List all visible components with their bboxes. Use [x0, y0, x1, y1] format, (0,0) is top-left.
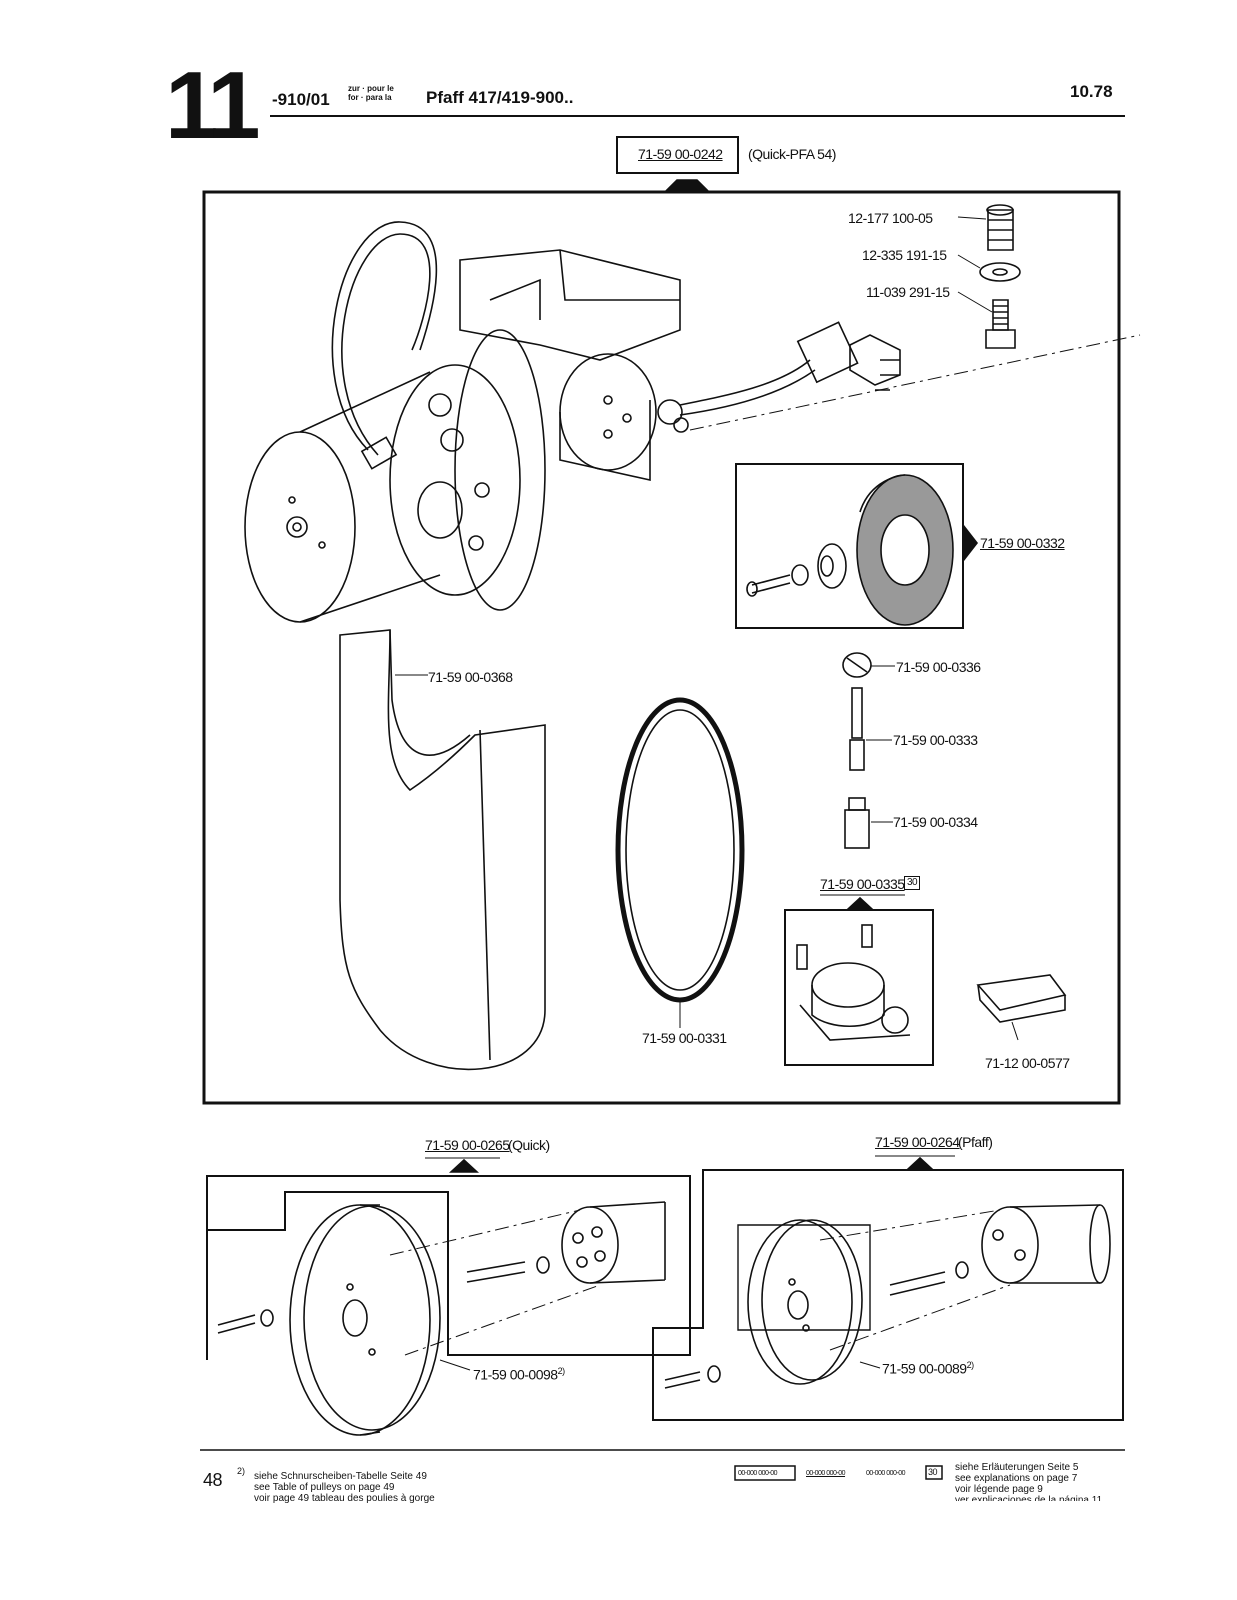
part-label-11-039: 11-039 291-15 — [866, 284, 950, 300]
pfaff-arrow — [904, 1156, 936, 1171]
pfaff-assembly-part: 71-59 00-0264 — [875, 1134, 960, 1150]
explanation-en: see explanations on page 7 — [955, 1473, 1078, 1484]
pfaff-pulley-sup: 2) — [966, 1360, 975, 1370]
prep-line-2: for · para la — [348, 93, 392, 102]
legend-box-code: 00-000 000-00 — [738, 1470, 778, 1477]
explanations-text: siehe Erläuterungen Seite 5 see explanat… — [955, 1462, 1102, 1501]
legend-badge: 30 — [928, 1467, 938, 1477]
motor-drawing — [244, 221, 1141, 623]
part-label-0335: 71-59 00-0335 — [820, 876, 905, 892]
footnote-en: see Table of pulleys on page 49 — [254, 1482, 395, 1493]
footnote-de: siehe Schnurscheiben-Tabelle Seite 49 — [254, 1471, 427, 1482]
explanation-de: siehe Erläuterungen Seite 5 — [955, 1462, 1079, 1473]
explanation-fr: voir légende page 9 — [955, 1484, 1043, 1495]
quick-pulley-sup: 2) — [557, 1366, 566, 1376]
part-label-12-335: 12-335 191-15 — [862, 247, 947, 263]
box-arrow — [962, 522, 979, 564]
badge-30: 30 — [904, 876, 921, 890]
footnote-fr: voir page 49 tableau des poulies à gorge — [254, 1493, 435, 1504]
part-label-12-177: 12-177 100-05 — [848, 210, 933, 226]
preposition-text: zur · pour le for · para la — [348, 84, 394, 102]
quick-pulley-number: 71-59 00-0098 — [473, 1366, 558, 1383]
part-label-0577: 71-12 00-0577 — [985, 1055, 1070, 1071]
section-number: 11 — [165, 52, 261, 159]
explanation-es: ver explicaciones de la página 11 — [955, 1495, 1103, 1501]
pfaff-pulley-drawing — [664, 1204, 1111, 1389]
header-rule — [270, 115, 1125, 117]
page-number: 48 — [203, 1470, 223, 1490]
main-frame — [202, 190, 1121, 1105]
belt-drawing — [615, 697, 745, 1028]
part-label-0332: 71-59 00-0332 — [980, 535, 1065, 551]
quick-pulley-drawing — [217, 1201, 666, 1436]
part-label-0331: 71-59 00-0331 — [642, 1030, 727, 1046]
microswitch-drawing — [976, 974, 1067, 1041]
tag-arrow — [663, 179, 711, 193]
sensor-box — [784, 909, 934, 1066]
main-assembly-part: 71-59 00-0242 — [638, 146, 723, 162]
part-label-0333: 71-59 00-0333 — [893, 732, 978, 748]
quick-frame-outline — [206, 1175, 691, 1356]
pfaff-pulley-number: 71-59 00-0089 — [882, 1360, 967, 1377]
date-code: 10.78 — [1070, 82, 1113, 101]
pfaff-assembly-note: (Pfaff) — [958, 1134, 993, 1150]
pfaff-frame-outline — [652, 1169, 1124, 1421]
footnote-text: siehe Schnurscheiben-Tabelle Seite 49 se… — [254, 1471, 435, 1504]
part-label-0334: 71-59 00-0334 — [893, 814, 978, 830]
main-assembly-tag — [616, 136, 739, 174]
model-title: Pfaff 417/419-900.. — [426, 88, 574, 107]
quick-assembly-note: (Quick) — [508, 1137, 550, 1153]
quick-assembly-part: 71-59 00-0265 — [425, 1137, 510, 1153]
sensor-arrow — [844, 896, 876, 911]
adjustment-parts-drawing — [842, 652, 895, 849]
sensor-drawing — [796, 924, 911, 1041]
brake-disc-drawing — [746, 474, 954, 626]
part-label-0368: 71-59 00-0368 — [428, 669, 513, 685]
belt-guard-drawing — [339, 629, 546, 1071]
legend-code-underlined: 00-000 000-00 — [806, 1470, 846, 1477]
quick-arrow — [448, 1158, 480, 1173]
catalog-code: -910/01 — [272, 90, 330, 109]
footnote-mark: 2) — [237, 1466, 246, 1476]
part-label-0336: 71-59 00-0336 — [896, 659, 981, 675]
prep-line-1: zur · pour le — [348, 84, 394, 93]
main-assembly-note: (Quick-PFA 54) — [748, 146, 836, 162]
legend-code-plain: 00-000 000-00 — [866, 1470, 906, 1477]
pfaff-pulley-part: 71-59 00-00892) — [882, 1360, 974, 1377]
quick-pulley-part: 71-59 00-00982) — [473, 1366, 565, 1383]
screw-set-drawing — [957, 204, 1021, 349]
